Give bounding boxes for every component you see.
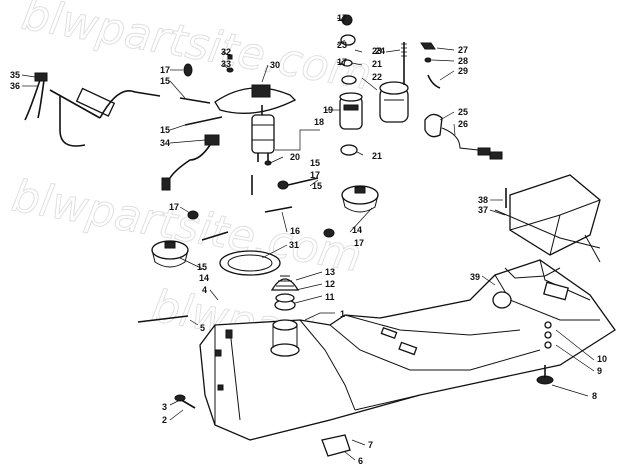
bumper-pad — [321, 434, 351, 457]
leader-lines — [21, 17, 595, 461]
gasket-ring — [219, 250, 281, 276]
callout-8: 8 — [592, 391, 597, 401]
callout-17-top: 17 — [160, 65, 170, 75]
callout-14-left: 14 — [199, 273, 209, 283]
callout-22: 22 — [372, 72, 382, 82]
callout-3: 3 — [162, 402, 167, 412]
callout-35: 35 — [10, 70, 20, 80]
belly-pan-chassis — [199, 259, 616, 441]
callout-14-right: 14 — [352, 225, 362, 235]
callout-30: 30 — [270, 60, 280, 70]
pulse-chamber — [379, 81, 409, 123]
callout-20: 20 — [290, 152, 300, 162]
callout-17-lower: 17 — [337, 57, 347, 67]
callout-15-top: 15 — [160, 125, 170, 135]
callout-23-right: 23 — [372, 46, 382, 56]
watermark-top: blwpartsite.com — [18, 0, 375, 100]
callout-31: 31 — [289, 240, 299, 250]
wire-harness — [161, 134, 220, 191]
callout-15-upper: 15 — [160, 76, 170, 86]
callout-6: 6 — [358, 456, 363, 466]
callout-17-left: 17 — [169, 202, 179, 212]
callout-17-upper: 17 — [337, 13, 347, 23]
callout-32: 32 — [221, 47, 231, 57]
callout-26: 26 — [458, 119, 468, 129]
callout-21-lower: 21 — [372, 151, 382, 161]
callout-19: 19 — [323, 105, 333, 115]
callout-27: 27 — [458, 45, 468, 55]
sender-plate — [214, 84, 297, 115]
hood-cover — [494, 174, 601, 263]
callout-37: 37 — [478, 205, 488, 215]
callout-1: 1 — [340, 309, 345, 319]
fuel-line-hoses — [137, 97, 319, 323]
stud-thread — [401, 43, 407, 57]
washer-stack — [536, 365, 554, 385]
callout-13: 13 — [325, 267, 335, 277]
callout-11: 11 — [325, 292, 335, 302]
callout-28: 28 — [458, 56, 468, 66]
callout-labels: 1 2 3 4 5 6 7 8 9 10 11 12 13 14 14 15 1… — [10, 13, 607, 466]
callout-21-upper: 21 — [372, 59, 382, 69]
callout-12: 12 — [325, 279, 335, 289]
callout-16: 16 — [290, 226, 300, 236]
callout-4: 4 — [202, 285, 207, 295]
callout-18: 18 — [314, 117, 324, 127]
fuel-filter — [339, 92, 363, 130]
callout-17-mid: 17 — [310, 170, 320, 180]
fuel-sender-right — [341, 185, 379, 213]
hose-clamps — [183, 54, 335, 238]
callout-5: 5 — [200, 323, 205, 333]
callout-39: 39 — [470, 272, 480, 282]
callout-23-left: 23 — [337, 40, 347, 50]
callout-29: 29 — [458, 66, 468, 76]
vent-lines — [24, 72, 161, 147]
rubber-grommets — [340, 14, 358, 156]
callout-25: 25 — [458, 107, 468, 117]
fuel-sender-left — [151, 240, 189, 268]
fuel-tank-filler — [270, 275, 300, 357]
callout-36: 36 — [10, 81, 20, 91]
callout-17-right: 17 — [354, 238, 364, 248]
callout-15-mid: 15 — [312, 181, 322, 191]
callout-2: 2 — [162, 415, 167, 425]
temp-sensor — [424, 113, 503, 160]
callout-34: 34 — [160, 138, 170, 148]
callout-38: 38 — [478, 195, 488, 205]
bolt-fastener — [174, 394, 196, 409]
callout-15-left: 15 — [197, 262, 207, 272]
callout-15-right: 15 — [310, 158, 320, 168]
fuel-pump-assembly — [251, 114, 275, 162]
callout-33: 33 — [221, 59, 231, 69]
callout-7: 7 — [368, 440, 373, 450]
callout-9: 9 — [597, 366, 602, 376]
fitting-parts — [420, 42, 441, 89]
callout-10: 10 — [597, 354, 607, 364]
callout-24-visible: 24 — [375, 46, 385, 56]
